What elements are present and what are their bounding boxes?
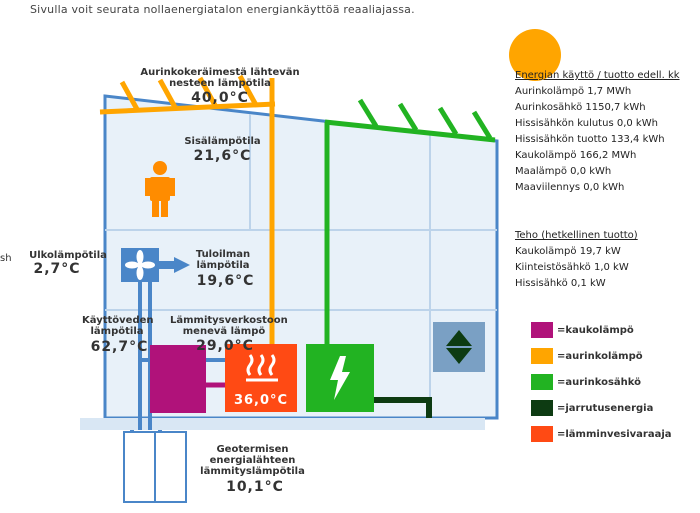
legend-swatch — [531, 426, 553, 442]
air-flow-arrow — [174, 257, 190, 273]
heating-network-value: 29,0°C — [196, 338, 254, 354]
legend-label: =aurinkosähkö — [557, 376, 642, 388]
legend-swatch — [531, 322, 553, 338]
power-row: Kiinteistösähkö 1,0 kW — [515, 262, 629, 273]
geothermal-temp-label: Geotermisen energialähteen lämmityslämpö… — [200, 444, 305, 477]
legend-label: =jarrutusenergia — [557, 402, 654, 414]
legend-item: =kaukolämpö — [531, 322, 672, 338]
hot-water-temp-label: Käyttöveden lämpötila — [82, 315, 154, 337]
outdoor-temp-label: Ulkolämpötila — [29, 250, 107, 261]
arrow-down-icon — [446, 348, 472, 364]
energy-row: Kaukolämpö 166,2 MWh — [515, 150, 637, 161]
collector-temp-label: Aurinkokeräimestä lähtevän nesteen lämpö… — [140, 67, 300, 89]
legend-item: =jarrutusenergia — [531, 400, 672, 416]
solar-panel-icon — [324, 98, 496, 350]
legend-label: =kaukolämpö — [557, 324, 634, 336]
legend-item: =lämminvesivaraaja — [531, 426, 672, 442]
legend-label: =aurinkolämpö — [557, 350, 643, 362]
legend-swatch — [531, 400, 553, 416]
outdoor-temp-value: 2,7°C — [33, 261, 81, 277]
legend-item: =aurinkolämpö — [531, 348, 672, 364]
energy-row: Hissisähkön tuotto 133,4 kWh — [515, 134, 665, 145]
power-header: Teho (hetkellinen tuotto) — [515, 230, 638, 241]
energy-stats-panel: Energian käyttö / tuotto edell. kk Aurin… — [515, 68, 680, 292]
elevator-unit — [433, 322, 485, 372]
solar-collector-icon — [99, 74, 276, 350]
geothermal-temp-value: 10,1°C — [226, 479, 284, 495]
legend-label: =lämminvesivaraaja — [557, 428, 672, 440]
heating-network-label: Lämmitysverkostoon menevä lämpö — [170, 315, 288, 337]
power-row: Hissisähkö 0,1 kW — [515, 278, 606, 289]
foundation — [80, 418, 485, 430]
lightning-icon — [330, 356, 350, 400]
legend-swatch — [531, 348, 553, 364]
fan-icon — [125, 250, 155, 280]
indoor-temp-value: 21,6°C — [193, 148, 252, 164]
energy-header: Energian käyttö / tuotto edell. kk — [515, 70, 680, 81]
person-icon — [145, 161, 175, 217]
energy-row: Maaviilennys 0,0 kWh — [515, 182, 625, 193]
arrow-up-icon — [446, 330, 472, 346]
district-heating-unit — [150, 345, 206, 413]
intro-text: Sivulla voit seurata nollaenergiatalon e… — [30, 3, 415, 16]
energy-row: Hissisähkön kulutus 0,0 kWh — [515, 118, 658, 129]
cut-off-text: sh — [0, 253, 12, 264]
power-row: Kaukolämpö 19,7 kW — [515, 246, 621, 257]
energy-row: Aurinkolämpö 1,7 MWh — [515, 86, 632, 97]
legend-item: =aurinkosähkö — [531, 374, 672, 390]
energy-row: Maalämpö 0,0 kWh — [515, 166, 612, 177]
heat-icon — [246, 354, 278, 382]
legend-swatch — [531, 374, 553, 390]
collector-temp-value: 40,0°C — [191, 90, 249, 106]
legend: =kaukolämpö =aurinkolämpö =aurinkosähkö … — [531, 322, 672, 452]
indoor-temp-label: Sisälämpötila — [184, 136, 261, 147]
supply-air-temp-value: 19,6°C — [196, 273, 255, 289]
supply-air-temp-label: Tuloilman lämpötila — [195, 249, 251, 271]
hot-water-temp-value: 62,7°C — [90, 339, 149, 355]
storage-tank-temp-value: 36,0°C — [233, 393, 289, 408]
energy-row: Aurinkosähkö 1150,7 kWh — [515, 102, 646, 113]
sun-icon — [509, 29, 561, 81]
